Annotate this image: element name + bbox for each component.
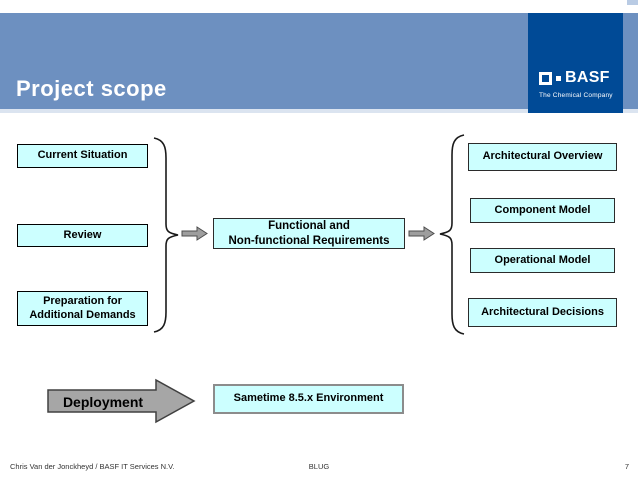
box-component-model: Component Model [470, 198, 615, 223]
basf-logo-icon: BASF [539, 69, 610, 86]
basf-brand-text: BASF [565, 69, 610, 86]
deployment-label: Deployment [62, 393, 144, 410]
left-curly-brace-icon [439, 134, 465, 335]
box-architectural-decisions: Architectural Decisions [468, 298, 617, 327]
basf-solid-square-icon [556, 75, 561, 81]
box-sametime-environment: Sametime 8.5.x Environment [213, 384, 404, 414]
box-functional-requirements: Functional and Non-functional Requiremen… [213, 218, 405, 249]
box-current-situation: Current Situation [17, 144, 148, 168]
box-preparation-additional-demands: Preparation for Additional Demands [17, 291, 148, 326]
banner-bottom-strip [0, 109, 638, 113]
right-curly-brace-icon [153, 137, 179, 333]
box-operational-model: Operational Model [470, 248, 615, 273]
flow-arrow-right-icon [408, 226, 435, 241]
basf-outline-square-icon [539, 71, 552, 85]
box-review: Review [17, 224, 148, 247]
page-title: Project scope [16, 76, 167, 101]
footer-event: BLUG [308, 462, 330, 471]
deployment-block-arrow-icon [47, 378, 196, 424]
footer-author: Chris Van der Jonckheyd / BASF IT Servic… [10, 462, 175, 471]
box-architectural-overview: Architectural Overview [468, 143, 617, 171]
basf-logo-box: BASF The Chemical Company [528, 13, 623, 113]
flow-arrow-left-icon [181, 226, 208, 241]
footer-page-number: 7 [624, 462, 629, 471]
basf-tagline: The Chemical Company [539, 92, 613, 99]
corner-accent-tab [627, 0, 638, 5]
